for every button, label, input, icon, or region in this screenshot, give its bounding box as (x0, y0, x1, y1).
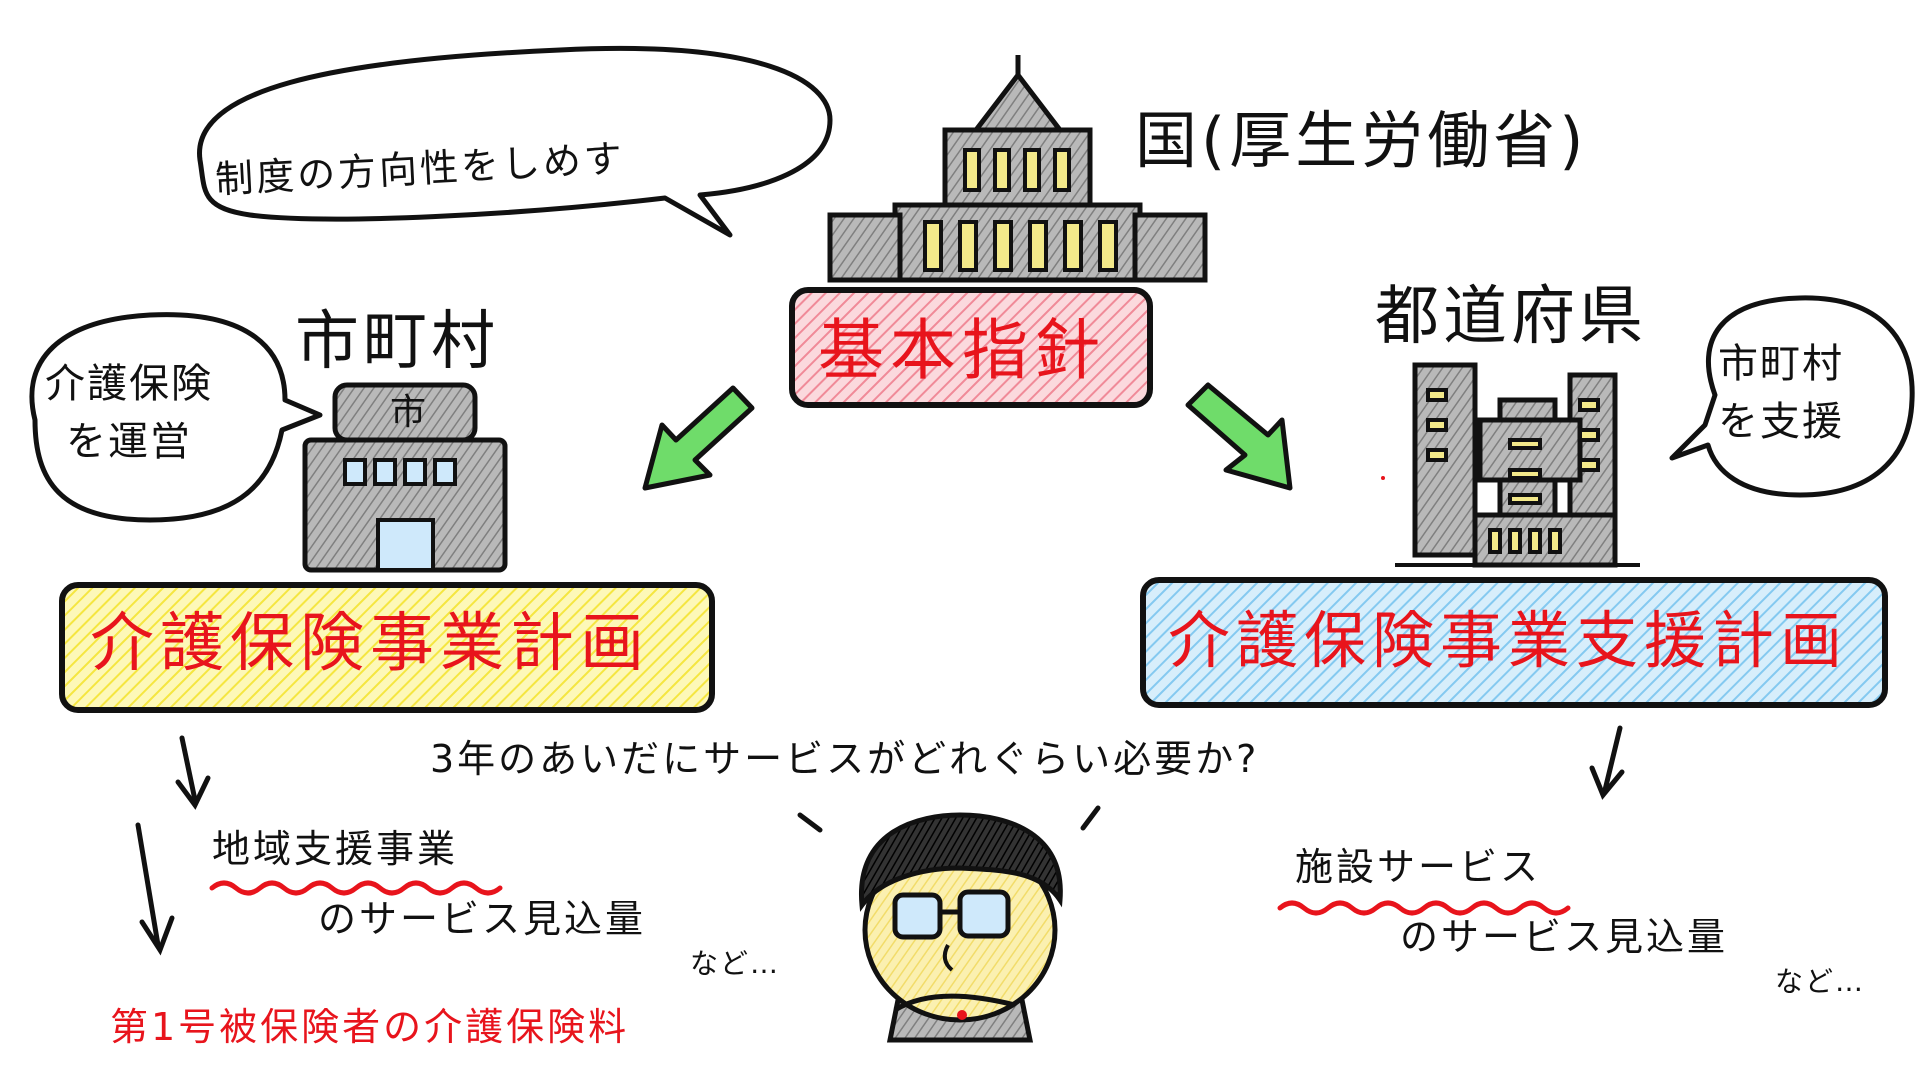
prefecture-speech-bubble (1669, 295, 1915, 498)
basic-policy-box (789, 287, 1153, 408)
facility-service-label: 施設サービス (1295, 845, 1542, 889)
municipal-office-building-icon (302, 382, 508, 573)
municipal-label: 市町村 (295, 305, 499, 379)
municipal-plan-box (59, 582, 715, 713)
national-diet-building-icon (827, 55, 1208, 283)
prefecture-etc: など… (1775, 965, 1866, 998)
prefecture-label: 都道府県 (1375, 280, 1647, 354)
thinking-person-icon (797, 805, 1101, 1043)
prefecture-plan-label: 介護保険事業支援計画 (1168, 604, 1849, 677)
national-speech-bubble (197, 45, 833, 238)
arrow-to-prefecture-icon (1185, 382, 1293, 491)
prefecture-service-suffix: のサービス見込量 (1400, 915, 1729, 959)
municipal-service-suffix: のサービス見込量 (318, 897, 647, 941)
facility-service-underline (1277, 900, 1571, 916)
municipal-etc: など… (690, 947, 781, 980)
arrow-to-premium-icon (135, 822, 175, 956)
municipal-speech-bubble (29, 312, 323, 523)
question-text: 3年のあいだにサービスがどれぐらい必要か? (430, 737, 1260, 781)
prefectural-office-building-icon (1395, 362, 1640, 568)
municipal-bubble-text: 介護保険 を運営 (45, 361, 213, 465)
prefecture-bubble-text: 市町村 を支援 (1718, 341, 1844, 445)
arrow-to-facility-service-icon (1589, 725, 1625, 800)
municipal-plan-label: 介護保険事業計画 (90, 607, 650, 681)
regional-support-label: 地域支援事業 (212, 827, 459, 871)
basic-policy-label: 基本指針 (818, 312, 1106, 389)
arrow-to-municipal-icon (642, 385, 755, 491)
prefecture-plan-box (1140, 577, 1888, 708)
arrow-to-regional-support-icon (175, 735, 211, 810)
municipal-building-sign: 市 (390, 392, 427, 433)
first-insured-premium-label: 第1号被保険者の介護保険料 (110, 1005, 630, 1049)
regional-support-underline (209, 880, 503, 896)
national-label: 国(厚生労働省) (1135, 104, 1588, 177)
